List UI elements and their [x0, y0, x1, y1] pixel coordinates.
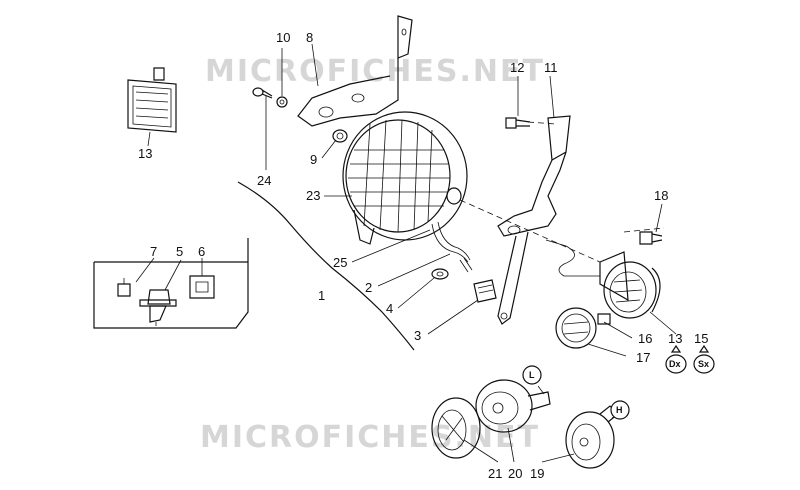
- callout-17: 17: [636, 350, 650, 365]
- badge-high-horn: H: [610, 400, 630, 420]
- callout-7: 7: [150, 244, 157, 259]
- bolt-and-washer: [252, 87, 288, 108]
- badge-low-horn-label: L: [529, 370, 535, 380]
- badge-dx-label: Dx: [669, 359, 681, 369]
- bulb-kit-inset: [93, 238, 249, 329]
- callout-15: 15: [694, 331, 708, 346]
- turn-signal-bracket: [497, 115, 600, 325]
- callout-3: 3: [414, 328, 421, 343]
- callout-2: 2: [365, 280, 372, 295]
- headlight-assembly: [342, 111, 473, 273]
- callout-labels: 10 8 12 11 9 13 24 23 18 7 5 6 25 2 1 4 …: [138, 30, 708, 481]
- badge-low-horn: L: [522, 365, 542, 385]
- alignment-dashed-line-2: [527, 121, 557, 125]
- turn-signal-screw: [639, 231, 663, 245]
- badge-dx: Dx: [665, 344, 687, 374]
- callout-11: 11: [544, 60, 558, 75]
- wiring-harness-line: [237, 181, 415, 351]
- callout-14: 13: [668, 331, 682, 346]
- callout-13: 13: [138, 146, 152, 161]
- grommet: [431, 268, 449, 280]
- bracket-bolt: [505, 117, 531, 129]
- horn-21: [431, 397, 481, 459]
- headlight-upper-bracket: [297, 15, 413, 127]
- watermark-top: MICROFICHES.NET: [205, 54, 545, 89]
- lens-screw: [597, 313, 611, 325]
- callout-10: 10: [276, 30, 290, 45]
- badge-sx: Sx: [693, 344, 715, 374]
- leader-lines: [135, 43, 677, 463]
- horn-20-low: [475, 379, 551, 433]
- badge-sx-label: Sx: [698, 359, 709, 369]
- callout-20: 20: [508, 466, 522, 481]
- callout-19: 19: [530, 466, 544, 481]
- horn-19-high: [565, 405, 619, 469]
- callout-24: 25: [333, 255, 347, 270]
- callout-25: 24: [257, 173, 271, 188]
- callout-5: 5: [176, 244, 183, 259]
- callout-21: 21: [488, 466, 502, 481]
- connector: [473, 279, 497, 303]
- callout-18: 18: [654, 188, 668, 203]
- nut: [332, 129, 348, 143]
- watermark-bottom: MICROFICHES.NET: [200, 420, 540, 455]
- alignment-dashed-line: [459, 199, 601, 263]
- callout-8: 8: [306, 30, 313, 45]
- callout-4: 4: [386, 301, 393, 316]
- callout-1: 1: [318, 288, 325, 303]
- callout-23: 23: [306, 188, 320, 203]
- rear-reflector: [127, 67, 177, 133]
- callout-9: 9: [310, 152, 317, 167]
- callout-12: 12: [510, 60, 524, 75]
- turn-signal-unit: [599, 251, 661, 319]
- turn-signal-lens: [555, 307, 597, 349]
- badge-high-horn-label: H: [616, 405, 623, 415]
- callout-6: 6: [198, 244, 205, 259]
- callout-16: 16: [638, 331, 652, 346]
- alignment-dashed-line-3: [623, 227, 665, 233]
